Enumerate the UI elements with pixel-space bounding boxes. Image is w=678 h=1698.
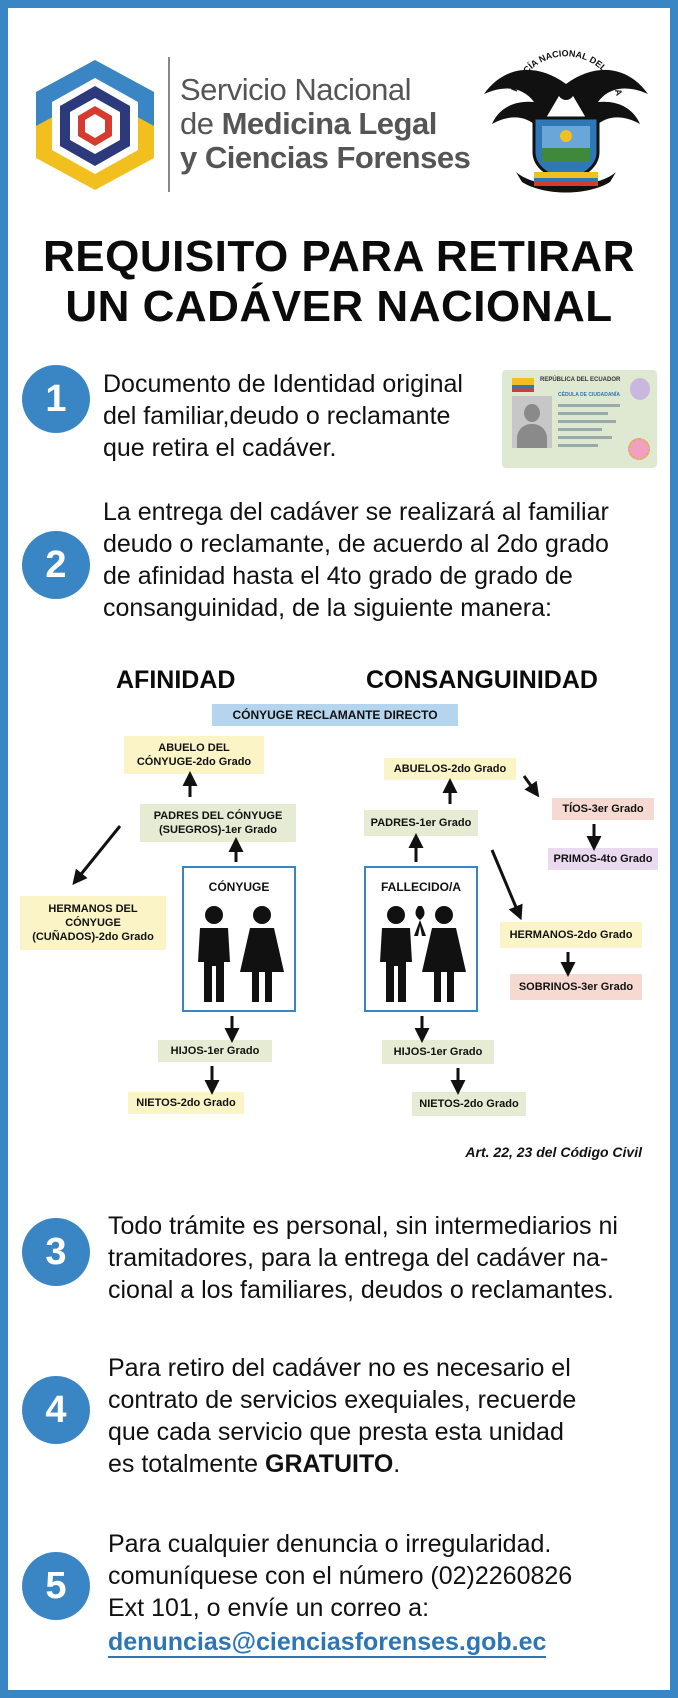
org-line-2: de Medicina Legal	[180, 107, 470, 141]
step-number-1: 1	[22, 365, 90, 433]
conyuge-reclamante-banner: CÓNYUGE RECLAMANTE DIRECTO	[212, 704, 458, 726]
step-2-line: consanguinidad, de la siguiente manera:	[103, 594, 552, 622]
id-card-country: REPÚBLICA DEL ECUADOR	[540, 377, 621, 383]
step-2-text: La entrega del cadáver se realizará al f…	[103, 496, 663, 624]
fallecido-box: FALLECIDO/A	[364, 866, 478, 1012]
abuelo-conyuge-line: CÓNYUGE-2do Grado	[136, 756, 252, 768]
afinidad-title: AFINIDAD	[116, 666, 236, 694]
page-title: REQUISITO PARA RETIRAR UN CADÁVER NACION…	[0, 232, 678, 332]
step-1-line: Documento de Identidad original	[103, 370, 463, 398]
hermanos-conyuge-line: CÓNYUGE	[65, 917, 121, 929]
step-number-2: 2	[22, 531, 90, 599]
step-3-line: Todo trámite es personal, sin intermedia…	[108, 1212, 618, 1240]
hermanos-conyuge-line: HERMANOS DEL	[48, 903, 138, 915]
step-4-line: que cada servicio que presta esta unidad	[108, 1418, 564, 1446]
ecuador-flag-icon	[512, 378, 534, 392]
step-number-4: 4	[22, 1376, 90, 1444]
step-4-last-suffix: .	[393, 1450, 401, 1478]
gratuito-emphasis: GRATUITO	[265, 1450, 394, 1478]
consanguinidad-title: CONSANGUINIDAD	[366, 666, 598, 694]
abuelos-box: ABUELOS-2do Grado	[384, 758, 516, 780]
step-3-line: tramitadores, para la entrega del cadáve…	[108, 1244, 609, 1272]
police-seal-icon: POLICÍA NACIONAL DEL ECUADOR	[476, 22, 648, 193]
hijos-afinidad-box: HIJOS-1er Grado	[158, 1040, 272, 1062]
couple-icon	[198, 906, 284, 1002]
sobrinos-box: SOBRINOS-3er Grado	[510, 974, 642, 1000]
legal-citation: Art. 22, 23 del Código Civil	[465, 1144, 642, 1160]
step-4-last-line: es totalmente GRATUITO.	[108, 1448, 628, 1480]
step-4-line: contrato de servicios exequiales, recuer…	[108, 1386, 577, 1414]
hijos-box: HIJOS-1er Grado	[382, 1040, 494, 1064]
id-card-image: REPÚBLICA DEL ECUADOR CÉDULA DE CIUDADAN…	[502, 370, 657, 468]
step-2-line: La entrega del cadáver se realizará al f…	[103, 498, 609, 526]
hermanos-conyuge-box: HERMANOS DEL CÓNYUGE (CUÑADOS)-2do Grado	[20, 896, 166, 950]
step-1-line: del familiar,deudo o reclamante	[103, 402, 451, 430]
complaints-email-link[interactable]: denuncias@cienciasforenses.gob.ec	[108, 1628, 547, 1658]
hermanos-conyuge-line: (CUÑADOS)-2do Grado	[32, 931, 154, 943]
step-4-last-prefix: es totalmente	[108, 1450, 266, 1478]
organization-name: Servicio Nacional de Medicina Legal y Ci…	[180, 72, 471, 175]
conyuge-box: CÓNYUGE	[182, 866, 296, 1012]
org-line-2-prefix: de	[180, 106, 222, 141]
step-4-line: Para retiro del cadáver no es necesario …	[108, 1354, 571, 1382]
step-5-text: Para cualquier denuncia o irregularidad.…	[108, 1528, 668, 1658]
tios-box: TÍOS-3er Grado	[552, 798, 654, 820]
snmlcf-logo-icon	[36, 60, 154, 190]
step-5-line: comuníquese con el número (02)2260826	[108, 1562, 573, 1590]
padres-box: PADRES-1er Grado	[364, 810, 478, 836]
step-2-line: de afinidad hasta el 4to grado de grado …	[103, 562, 573, 590]
step-3-text: Todo trámite es personal, sin intermedia…	[108, 1210, 668, 1306]
couple-mourning-icon	[380, 906, 466, 1002]
id-card-doc: CÉDULA DE CIUDADANÍA	[558, 392, 621, 398]
arrow-diagonal-icon	[72, 825, 122, 886]
step-4-text: Para retiro del cadáver no es necesario …	[108, 1352, 628, 1480]
title-line-2: UN CADÁVER NACIONAL	[65, 282, 613, 331]
step-5-line: Ext 101, o envíe un correo a:	[108, 1594, 430, 1622]
step-1-text: Documento de Identidad original del fami…	[103, 368, 503, 464]
step-number-3: 3	[22, 1218, 90, 1286]
step-number-5: 5	[22, 1552, 90, 1620]
org-line-1: Servicio Nacional	[180, 72, 412, 107]
org-line-3: y Ciencias Forenses	[180, 140, 471, 175]
abuelo-conyuge-box: ABUELO DEL CÓNYUGE-2do Grado	[124, 736, 264, 774]
step-5-line: Para cualquier denuncia o irregularidad.	[108, 1530, 552, 1558]
title-line-1: REQUISITO PARA RETIRAR	[42, 232, 635, 281]
abuelo-conyuge-line: ABUELO DEL	[158, 742, 230, 754]
org-line-2-bold: Medicina Legal	[221, 106, 438, 141]
hermanos-box: HERMANOS-2do Grado	[500, 922, 642, 948]
id-photo-icon	[512, 396, 552, 448]
padres-conyuge-line: (SUEGROS)-1er Grado	[159, 824, 277, 836]
arrow-diagonal-icon	[522, 775, 540, 798]
arrow-diagonal-icon	[490, 849, 523, 921]
diagram-arrows	[72, 771, 602, 1095]
primos-box: PRIMOS-4to Grado	[548, 848, 658, 870]
step-3-line: cional a los familiares, deudos o reclam…	[108, 1276, 614, 1304]
conyuge-label: CÓNYUGE	[208, 880, 270, 894]
nietos-box: NIETOS-2do Grado	[412, 1092, 526, 1116]
step-2-line: deudo o reclamante, de acuerdo al 2do gr…	[103, 530, 609, 558]
logo-separator	[168, 57, 170, 192]
nietos-afinidad-box: NIETOS-2do Grado	[128, 1092, 244, 1114]
fallecido-label: FALLECIDO/A	[381, 880, 461, 894]
padres-conyuge-box: PADRES DEL CÓNYUGE (SUEGROS)-1er Grado	[140, 804, 296, 842]
step-1-line: que retira el cadáver.	[103, 434, 337, 462]
padres-conyuge-line: PADRES DEL CÓNYUGE	[153, 810, 283, 822]
